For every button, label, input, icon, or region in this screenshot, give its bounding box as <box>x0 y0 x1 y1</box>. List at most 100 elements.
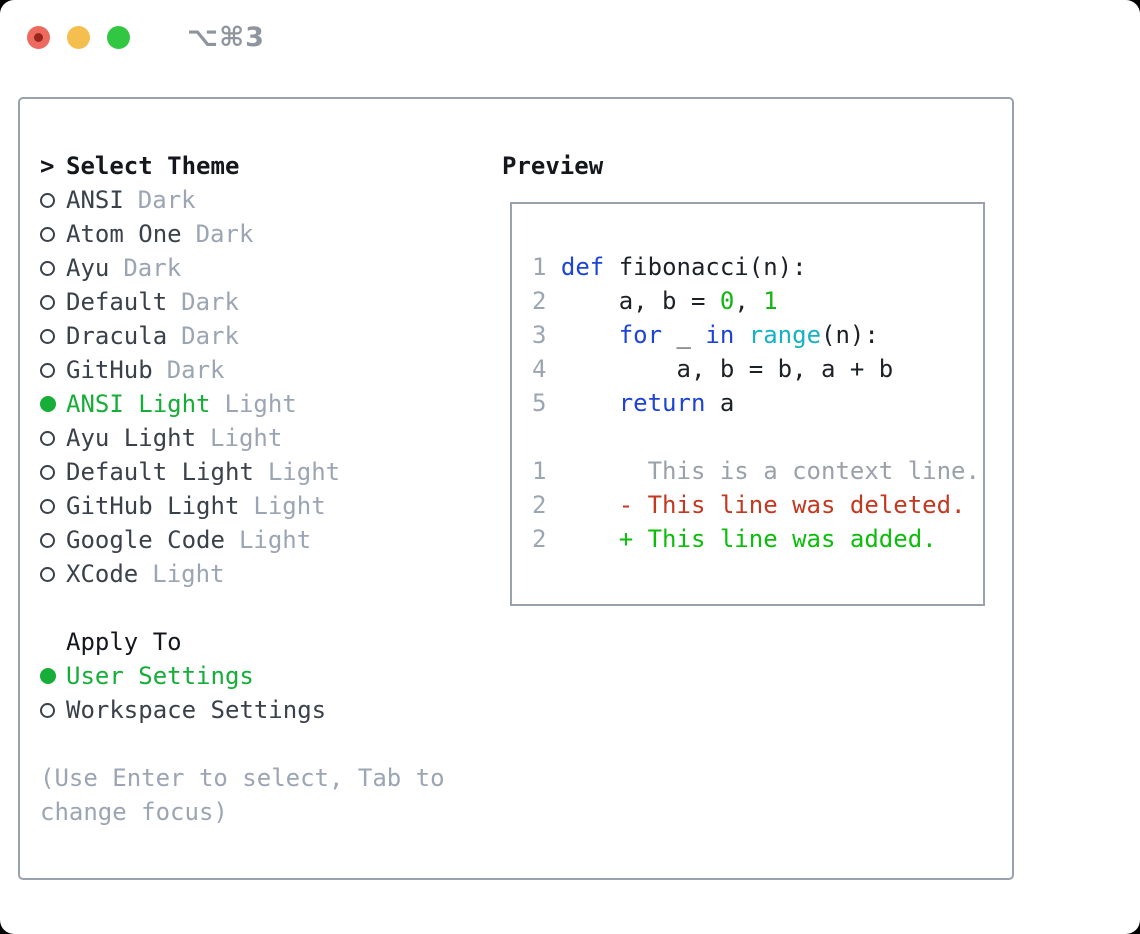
select-theme-title: Select Theme <box>66 152 240 180</box>
blank-line <box>532 420 983 454</box>
titlebar: ⌥⌘3 <box>0 0 1140 74</box>
code-segment-plain <box>561 321 619 349</box>
radio-icon <box>40 464 55 480</box>
radio-icon <box>40 294 55 310</box>
radio-icon <box>40 260 55 276</box>
apply-to-option[interactable]: Workspace Settings <box>40 693 490 727</box>
code-segment-ln: 3 <box>532 321 561 349</box>
spacer <box>40 727 490 761</box>
option-label: Dracula <box>66 322 168 350</box>
option-label: Atom One <box>66 220 182 248</box>
apply-to-header: Apply To <box>40 625 490 659</box>
radio-icon <box>40 362 55 378</box>
code-segment-ln: 2 <box>532 525 561 553</box>
theme-option[interactable]: Dracula Dark <box>40 319 490 353</box>
code-line: 5 return a <box>532 386 983 420</box>
code-line: 4 a, b = b, a + b <box>532 352 983 386</box>
preview-title: Preview <box>502 152 604 180</box>
code-line: 2 a, b = 0, 1 <box>532 284 983 318</box>
option-variant-label: Light <box>253 492 326 520</box>
code-segment-ln: 5 <box>532 389 561 417</box>
option-variant-label: Light <box>238 526 312 554</box>
code-segment-num: 1 <box>763 287 778 315</box>
code-segment-kw: def <box>560 253 605 281</box>
code-segment-plain <box>734 321 748 349</box>
window-title: ⌥⌘3 <box>187 21 265 53</box>
theme-option[interactable]: Default Dark <box>40 285 490 319</box>
option-label: XCode <box>66 560 139 588</box>
code-segment-ln: 1 <box>532 457 561 485</box>
theme-option[interactable]: Google Code Light <box>40 523 490 557</box>
code-line: 2 + This line was added. <box>532 522 983 556</box>
close-button[interactable] <box>27 25 50 49</box>
option-variant-label: Dark <box>123 254 182 282</box>
apply-to-option[interactable]: User Settings <box>40 659 490 693</box>
radio-icon <box>40 226 55 242</box>
radio-icon <box>40 328 55 344</box>
radio-selected-icon <box>40 396 56 412</box>
code-segment-ln: 2 <box>532 491 561 519</box>
theme-option[interactable]: Ayu Dark <box>40 251 490 285</box>
option-variant-label: Dark <box>166 356 225 384</box>
code-segment-kw: return <box>618 389 706 417</box>
radio-icon <box>40 192 55 208</box>
theme-option[interactable]: Atom One Dark <box>40 217 490 251</box>
theme-option[interactable]: Default Light Light <box>40 455 490 489</box>
option-label: User Settings <box>66 662 254 690</box>
prompt-cursor-icon: > <box>40 152 55 180</box>
code-segment-ln: 1 <box>532 253 561 281</box>
code-segment-plain <box>561 389 619 417</box>
option-label: Google Code <box>66 526 225 554</box>
code-segment-del: - This line was deleted. <box>560 491 966 519</box>
code-line: 3 for _ in range(n): <box>532 318 983 352</box>
code-segment-plain: _ <box>662 321 706 349</box>
radio-selected-icon <box>40 668 56 684</box>
option-variant-label: Dark <box>195 220 254 248</box>
code-segment-plain: a, b = b, a + b <box>560 355 894 383</box>
option-variant-label: Dark <box>137 186 196 214</box>
radio-icon <box>40 566 55 582</box>
maximize-button[interactable] <box>107 25 130 49</box>
option-variant-label: Light <box>267 458 341 486</box>
code-segment-kw: for <box>618 321 663 349</box>
option-variant-label: Dark <box>181 322 239 350</box>
option-label: Workspace Settings <box>66 696 327 724</box>
code-segment-ln: 4 <box>532 355 561 383</box>
theme-option[interactable]: GitHub Dark <box>40 353 490 387</box>
option-label: Default Light <box>66 458 254 486</box>
code-segment-plain: (n): <box>821 321 879 349</box>
code-segment-ln: 2 <box>532 287 561 315</box>
radio-icon <box>40 430 55 446</box>
option-label: Ayu <box>66 254 110 282</box>
code-segment-plain: fibonacci(n): <box>604 253 807 281</box>
option-variant-label: Light <box>210 424 283 452</box>
code-segment-ctx: This is a context line. <box>560 457 980 485</box>
code-segment-plain: a <box>705 389 735 417</box>
select-theme-header: > Select Theme <box>40 149 490 183</box>
radio-icon <box>40 702 55 718</box>
spacer <box>40 591 490 625</box>
option-label: Default <box>66 288 168 316</box>
option-label: GitHub <box>66 356 153 384</box>
radio-icon <box>40 532 55 548</box>
minimize-button[interactable] <box>67 25 90 49</box>
apply-to-title: Apply To <box>66 628 182 656</box>
code-segment-plain: , <box>734 287 764 315</box>
option-variant-label: Dark <box>181 288 239 316</box>
code-segment-fn: range <box>748 321 822 349</box>
code-line: 1 def fibonacci(n): <box>532 250 983 284</box>
code-segment-kw: in <box>705 321 735 349</box>
option-label: ANSI Light <box>66 390 211 418</box>
